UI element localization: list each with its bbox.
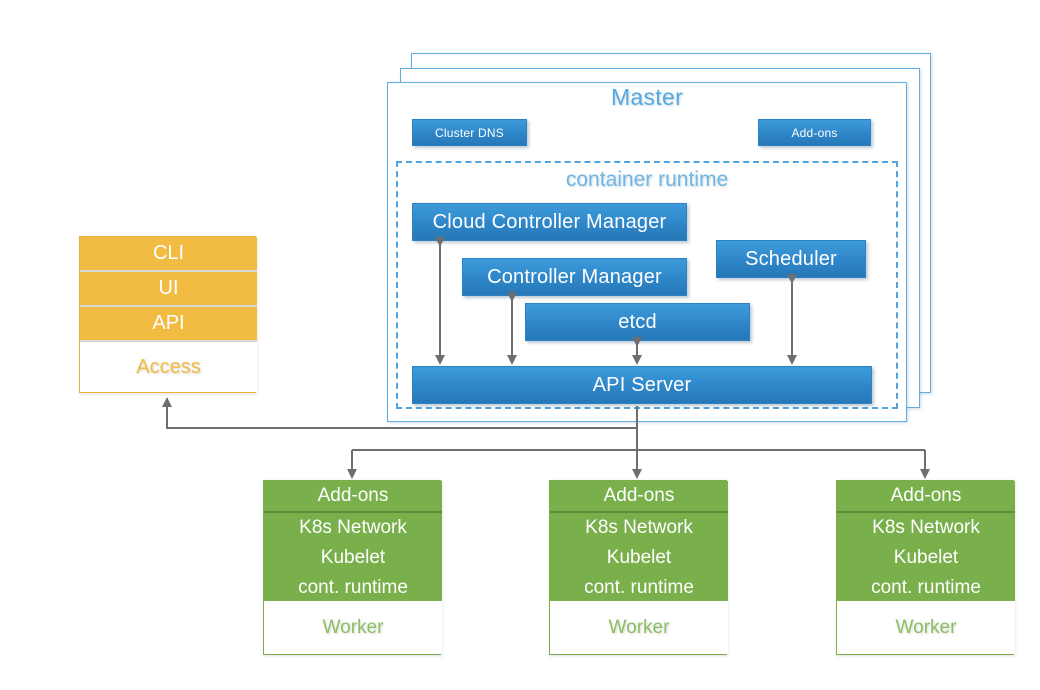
access-label: Access bbox=[80, 342, 257, 392]
access-stack[interactable]: CLI UI API Access bbox=[79, 236, 257, 393]
scheduler-box[interactable]: Scheduler bbox=[716, 240, 866, 278]
access-layer-api[interactable]: API bbox=[80, 307, 257, 342]
worker-1-layer-addons[interactable]: Add-ons bbox=[264, 481, 442, 513]
cluster-dns-box[interactable]: Cluster DNS bbox=[412, 119, 527, 146]
worker-2-layer-cont-runtime[interactable]: cont. runtime bbox=[550, 573, 728, 605]
worker-1-label: Worker bbox=[264, 601, 442, 654]
etcd-box[interactable]: etcd bbox=[525, 303, 750, 341]
worker-3-layer-cont-runtime[interactable]: cont. runtime bbox=[837, 573, 1015, 605]
controller-manager-box[interactable]: Controller Manager bbox=[462, 258, 687, 296]
worker-2-layer-addons[interactable]: Add-ons bbox=[550, 481, 728, 513]
access-layer-cli[interactable]: CLI bbox=[80, 237, 257, 272]
cloud-controller-manager-box[interactable]: Cloud Controller Manager bbox=[412, 203, 687, 241]
worker-2-layer-kubelet[interactable]: Kubelet bbox=[550, 543, 728, 575]
worker-node-3[interactable]: Add-ons K8s Network Kubelet cont. runtim… bbox=[836, 480, 1015, 655]
container-runtime-region bbox=[396, 161, 898, 409]
worker-3-layer-addons[interactable]: Add-ons bbox=[837, 481, 1015, 513]
worker-node-1[interactable]: Add-ons K8s Network Kubelet cont. runtim… bbox=[263, 480, 442, 655]
worker-2-layer-k8s-network[interactable]: K8s Network bbox=[550, 513, 728, 545]
access-layer-ui[interactable]: UI bbox=[80, 272, 257, 307]
worker-2-label: Worker bbox=[550, 601, 728, 654]
worker-3-layer-kubelet[interactable]: Kubelet bbox=[837, 543, 1015, 575]
worker-3-label: Worker bbox=[837, 601, 1015, 654]
container-runtime-title: container runtime bbox=[565, 168, 729, 191]
worker-3-layer-k8s-network[interactable]: K8s Network bbox=[837, 513, 1015, 545]
master-addons-box[interactable]: Add-ons bbox=[758, 119, 871, 146]
api-server-box[interactable]: API Server bbox=[412, 366, 872, 404]
master-title: Master bbox=[610, 84, 684, 110]
worker-1-layer-kubelet[interactable]: Kubelet bbox=[264, 543, 442, 575]
worker-1-layer-k8s-network[interactable]: K8s Network bbox=[264, 513, 442, 545]
worker-node-2[interactable]: Add-ons K8s Network Kubelet cont. runtim… bbox=[549, 480, 728, 655]
